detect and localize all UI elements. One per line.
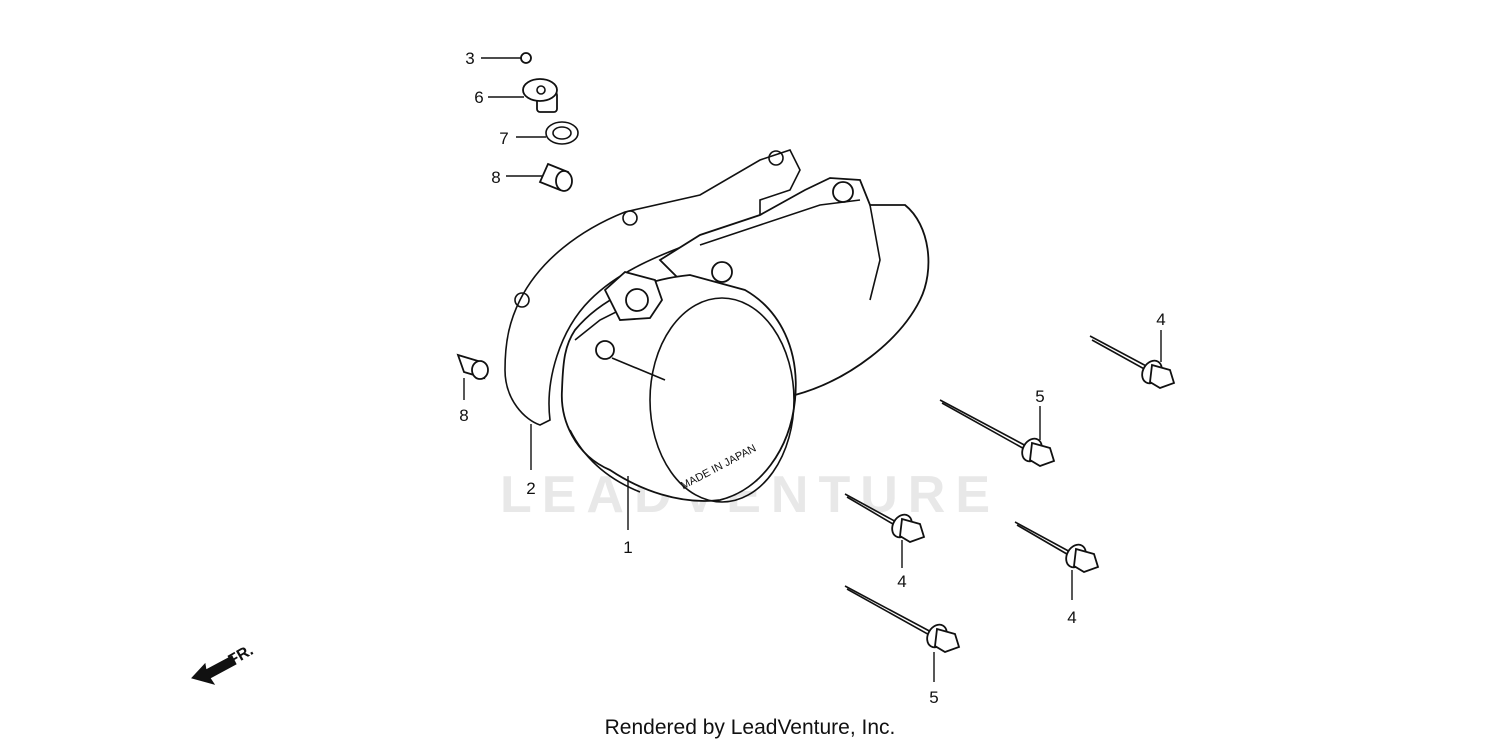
- callout-4-upper-right: 4: [1156, 310, 1165, 329]
- callout-5-middle: 5: [1035, 387, 1044, 406]
- part-5-bolt-bottom[interactable]: [844, 585, 961, 653]
- part-7-o-ring[interactable]: [545, 121, 579, 145]
- callout-8-upper: 8: [491, 168, 500, 187]
- callout-6: 6: [474, 88, 483, 107]
- callout-8-lower: 8: [459, 406, 468, 425]
- callout-1: 1: [623, 538, 632, 557]
- part-8-dowel-pin-upper[interactable]: [538, 162, 573, 192]
- gasket[interactable]: [504, 149, 801, 426]
- crankcase-cover[interactable]: MADE IN JAPAN: [560, 271, 797, 503]
- callout-7: 7: [499, 129, 508, 148]
- cover-rear-housing[interactable]: [658, 177, 930, 397]
- callout-4-right: 4: [1067, 608, 1076, 627]
- part-4-bolt-center[interactable]: [844, 493, 926, 543]
- callout-4-center: 4: [897, 572, 906, 591]
- front-direction-arrow: FR.: [191, 642, 256, 685]
- callout-2: 2: [526, 479, 535, 498]
- part-4-bolt-upper-right[interactable]: [1089, 335, 1176, 389]
- callout-3: 3: [465, 49, 474, 68]
- callout-5-bottom: 5: [929, 688, 938, 707]
- part-4-bolt-right[interactable]: [1014, 521, 1100, 573]
- part-5-bolt-middle[interactable]: [939, 399, 1056, 467]
- footer-credit: Rendered by LeadVenture, Inc.: [604, 716, 896, 739]
- part-8-dowel-pin-lower[interactable]: [456, 353, 489, 380]
- part-6-filler-cap[interactable]: [522, 78, 558, 113]
- part-3-cap-nut[interactable]: [520, 52, 532, 64]
